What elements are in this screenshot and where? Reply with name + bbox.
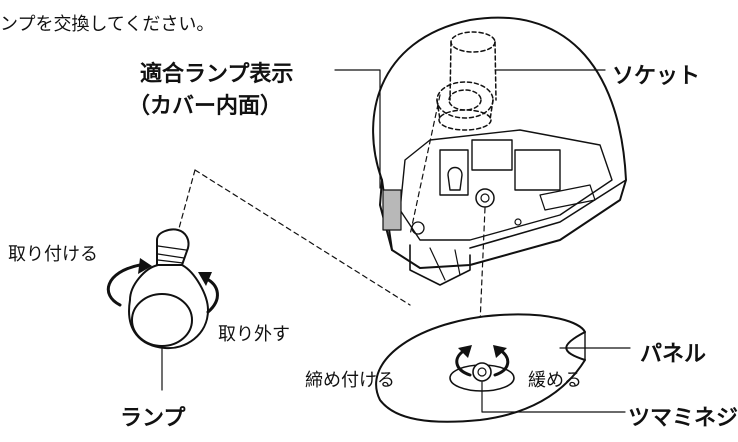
loosen-label: 緩める <box>528 370 582 391</box>
fixture-cover <box>372 16 627 286</box>
lamp <box>128 228 209 350</box>
screw-leader-line <box>481 381 626 413</box>
instruction-fragment: ンプを交換してください。 <box>0 14 215 35</box>
compatible-lamp-display-sublabel: （カバー内面） <box>128 94 283 119</box>
attach-label: 取り付ける <box>8 244 98 265</box>
display-leader-line <box>334 69 381 189</box>
remove-label: 取り外す <box>218 324 290 345</box>
thumb-screw-label: ツマミネジ <box>628 406 738 431</box>
compatible-lamp-display-label: 適合ランプ表示 <box>140 62 294 87</box>
panel <box>375 313 586 423</box>
tighten-label: 締め付ける <box>305 370 395 391</box>
socket <box>436 31 497 131</box>
socket-label: ソケット <box>612 64 701 89</box>
lamp-label: ランプ <box>120 406 186 431</box>
panel-label: パネル <box>640 342 707 367</box>
